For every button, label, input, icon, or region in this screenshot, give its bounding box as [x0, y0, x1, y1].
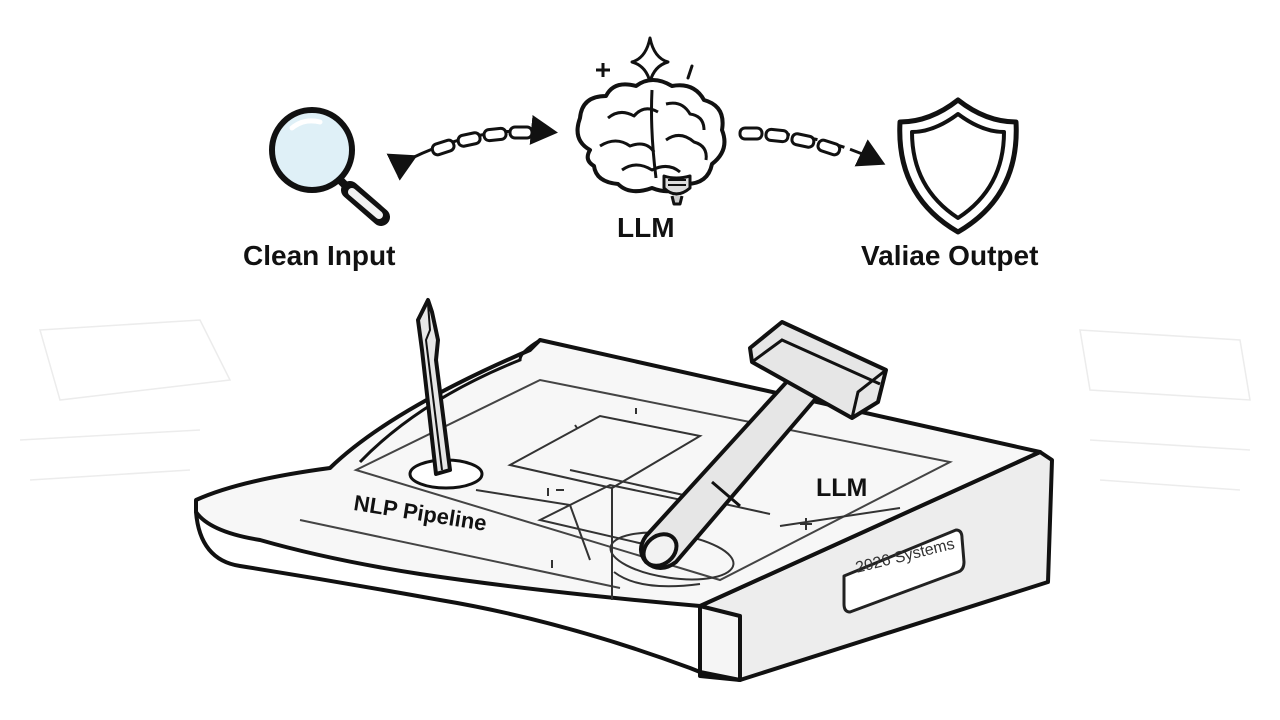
board-llm-label: LLM [816, 474, 868, 502]
hammer-icon [639, 320, 888, 570]
chain-connector-right [738, 126, 886, 167]
brain-icon [575, 78, 727, 206]
validate-output-label: Valiae Outpet [861, 240, 1039, 271]
magnifier-icon [269, 107, 390, 226]
chain-connector-left [386, 115, 558, 181]
blueprint-board [194, 338, 1054, 682]
clean-input-label: Clean Input [243, 240, 396, 271]
sparkle-icon [596, 36, 694, 84]
background-faint-sketch [19, 319, 1251, 491]
shield-icon [897, 97, 1019, 235]
llm-label: LLM [617, 212, 675, 243]
chisel-icon [408, 298, 484, 490]
